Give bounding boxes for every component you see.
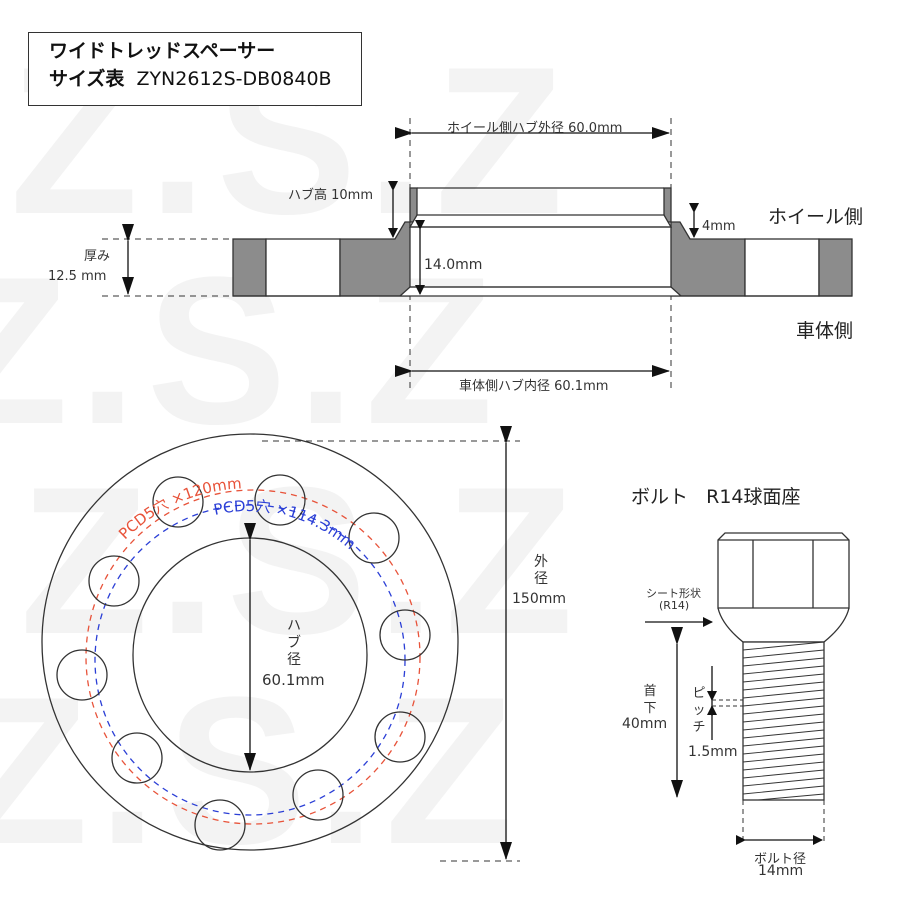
neck-length-value: 40mm: [622, 716, 668, 732]
neck-length-label: 首 下: [643, 684, 657, 716]
thickness-value: 12.5 mm: [48, 269, 107, 284]
hub-diameter-label: ハ ブ 径: [287, 618, 301, 668]
wheel-hub-outer-diameter-label: ホイール側ハブ外径 60.0mm: [447, 121, 623, 136]
pitch-value: 1.5mm: [688, 744, 738, 760]
hub-diameter-value: 60.1mm: [262, 671, 325, 689]
lip-height-label: 4mm: [702, 219, 736, 234]
title-line1: ワイドトレッドスペーサー: [49, 40, 276, 62]
bolt-drawing: [645, 532, 850, 845]
vehicle-side-label: 車体側: [796, 320, 854, 342]
bolt-title: ボルト R14球面座: [631, 486, 801, 508]
watermark: Z.S.Z: [0, 653, 524, 888]
vehicle-hub-inner-diameter-label: 車体側ハブ内径 60.1mm: [459, 379, 609, 394]
front-view: PCD5穴 ×120mm PCD5穴 ×114.3mm: [41, 426, 520, 862]
wheel-side-label: ホイール側: [768, 206, 864, 228]
model-number: ZYN2612S-DB0840B: [136, 68, 332, 90]
title-line2: サイズ表 ZYN2612S-DB0840B: [49, 65, 361, 93]
pitch-label: ピ ッ チ: [692, 686, 706, 735]
side-view: [102, 118, 853, 388]
seat-shape-value: (R14): [659, 599, 690, 612]
bolt-diameter-label: ボルト径: [754, 852, 807, 867]
title-box: ワイドトレッドスペーサー サイズ表 ZYN2612S-DB0840B: [28, 32, 362, 106]
seat-shape-label: シート形状: [646, 587, 701, 600]
pcd-1143-label: PCD5穴 ×114.3mm: [212, 497, 359, 553]
inner-height-label: 14.0mm: [424, 257, 483, 273]
hub-height-label: ハブ高 10mm: [288, 188, 374, 203]
thickness-label: 厚み: [84, 249, 111, 264]
size-table-label: サイズ表: [49, 68, 125, 90]
outer-diameter-value: 150mm: [512, 591, 566, 607]
outer-diameter-label: 外 径: [534, 554, 548, 587]
bolt-diameter-value: 14mm: [758, 863, 804, 879]
